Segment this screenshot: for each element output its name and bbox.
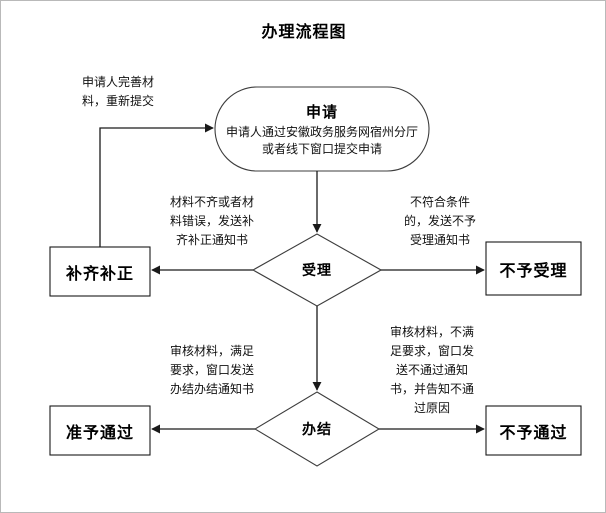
not-approved-node-shape: [485, 405, 582, 456]
approved-node-shape: [49, 405, 151, 456]
supplement-node-shape: [49, 246, 151, 297]
page-title: 办理流程图: [261, 24, 347, 41]
conclude-node-shape: [253, 391, 381, 467]
connector-supplement-to-apply: [99, 123, 214, 247]
apply-node-shape: [214, 86, 430, 172]
not-accepted-node-shape: [485, 241, 582, 296]
accept-node-shape: [251, 233, 383, 307]
